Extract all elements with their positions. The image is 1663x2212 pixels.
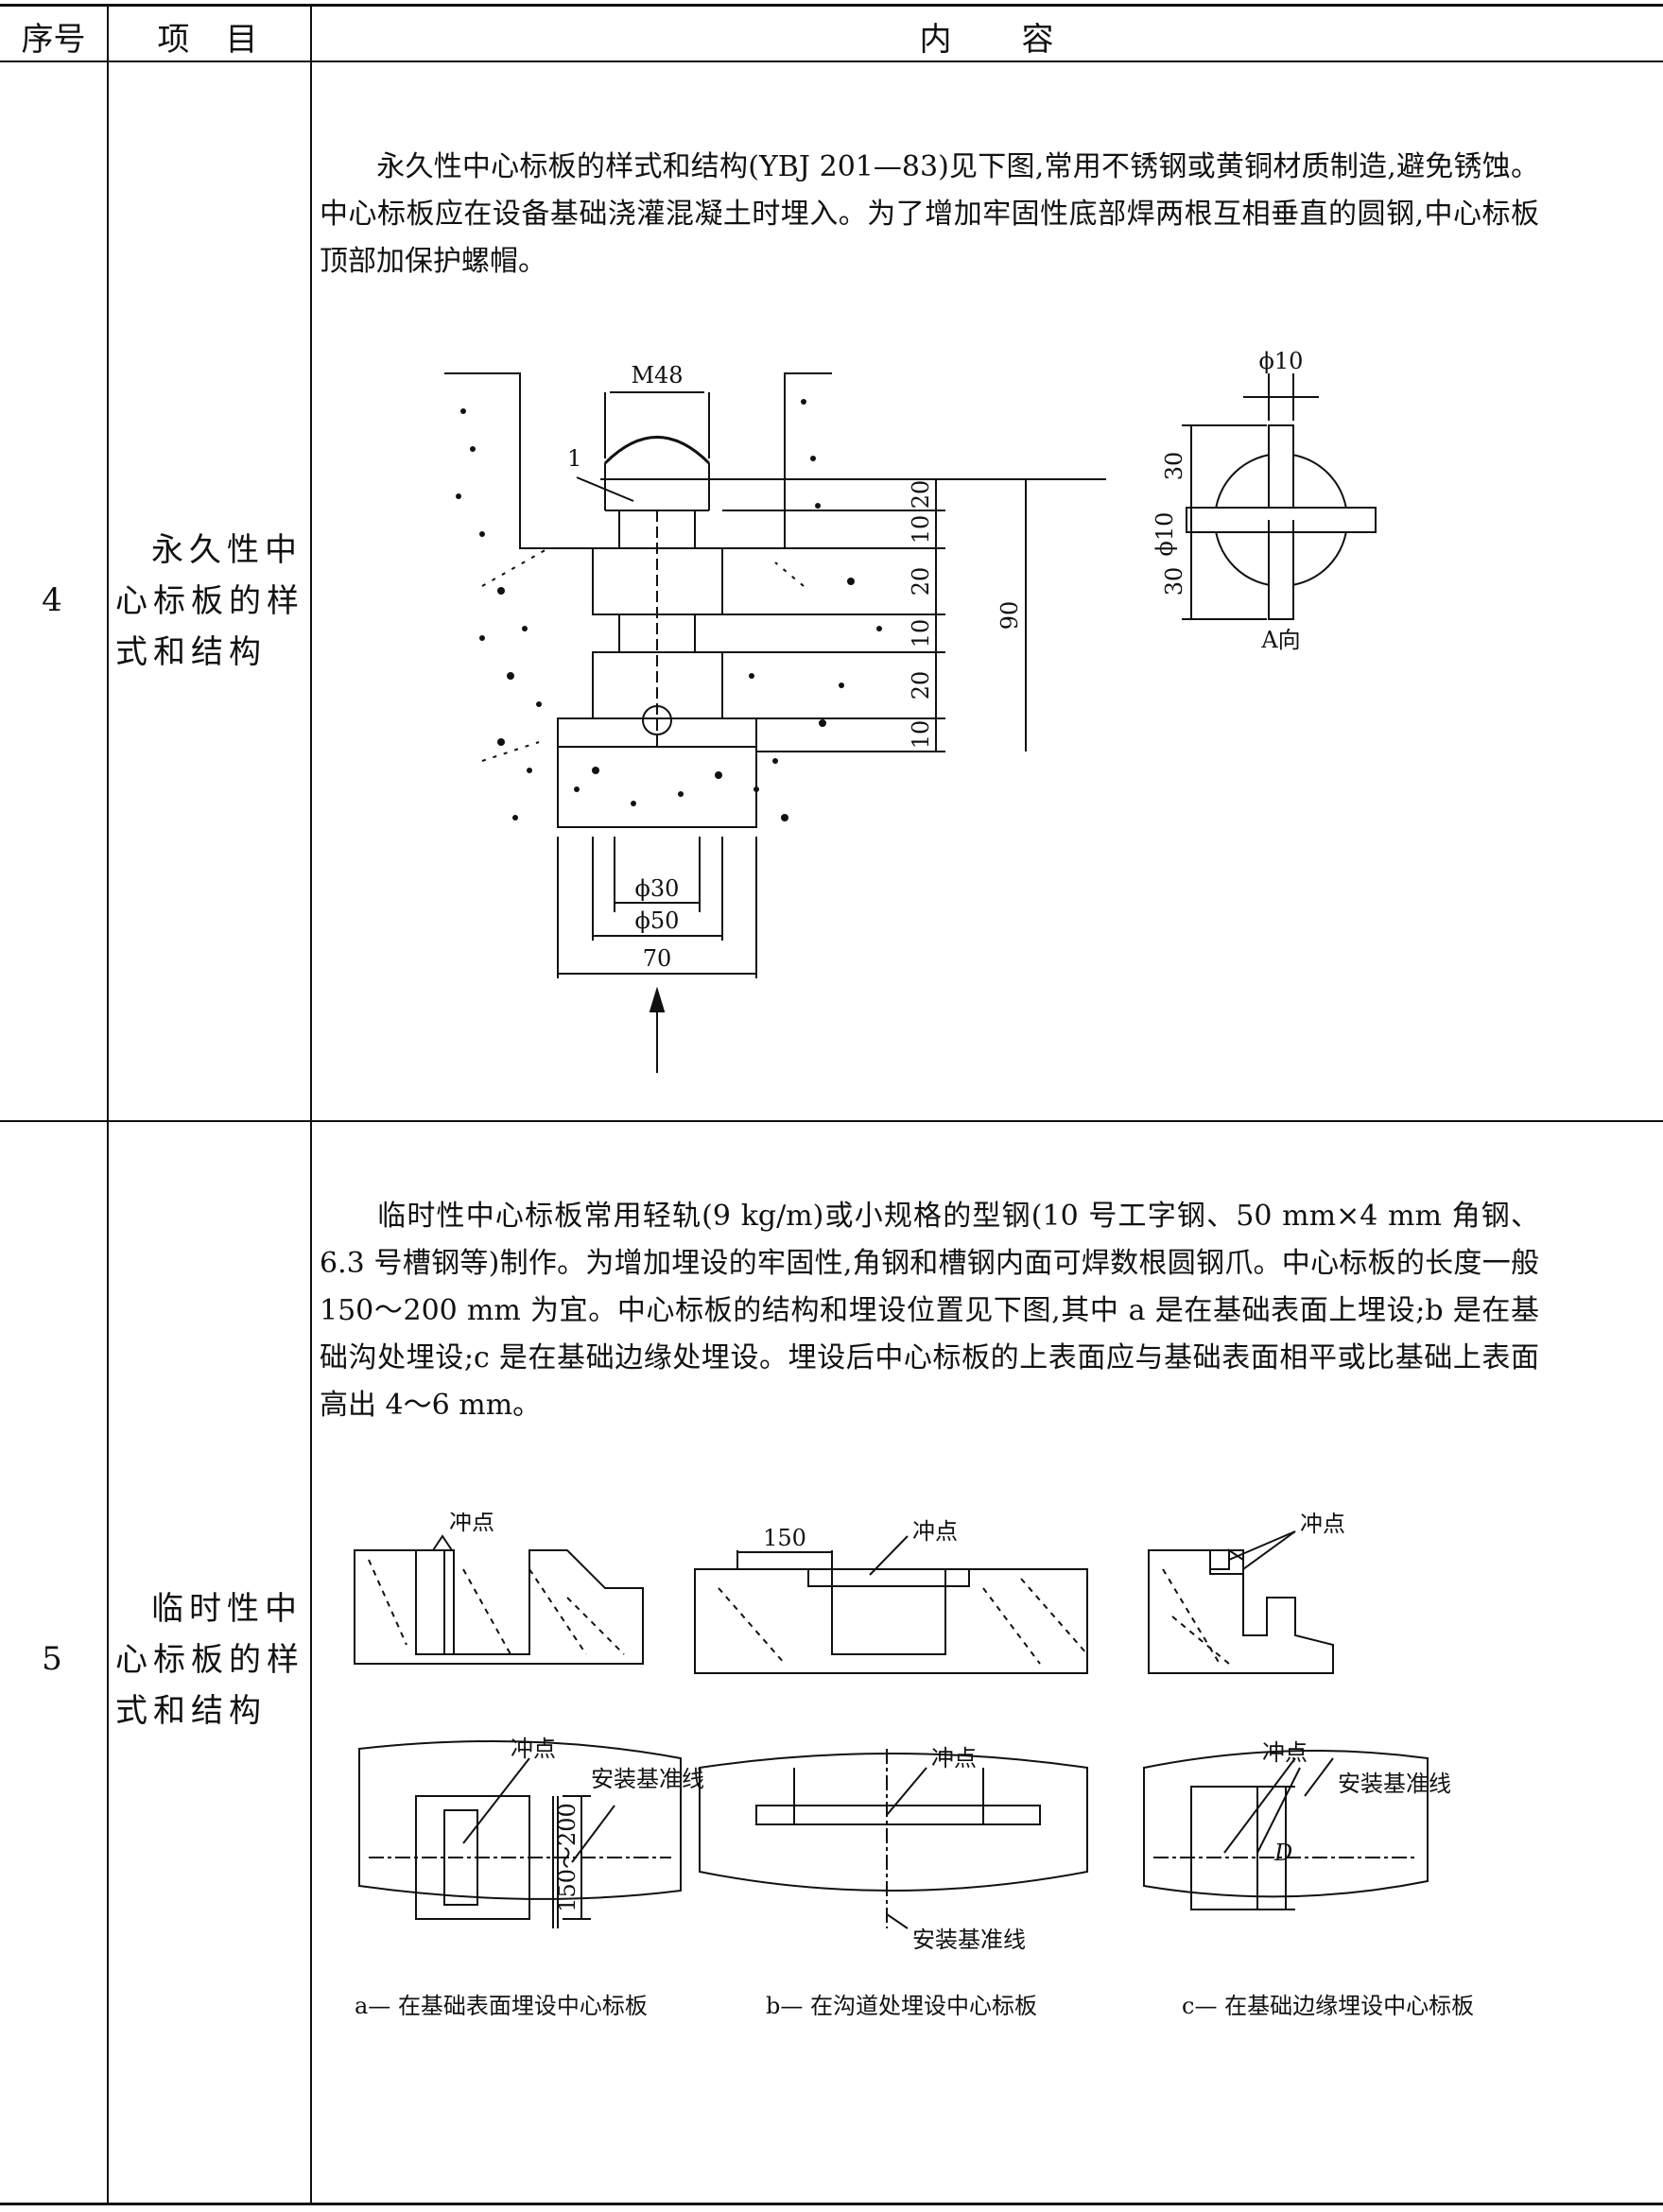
- row-4-paragraph: 永久性中心标板的样式和结构(YBJ 201—83)见下图,常用不锈钢或黄铜材质制…: [320, 144, 1539, 285]
- punch-label-a: 冲点: [449, 1512, 494, 1535]
- header-number: 序号: [21, 21, 86, 59]
- column-rule-2: [310, 4, 312, 2204]
- row-5-number: 5: [42, 1640, 62, 1678]
- dim-10-b: 10: [908, 619, 934, 648]
- baseline-label-a: 安装基准线: [591, 1766, 704, 1792]
- row-5-item-line: 临时性中: [151, 1590, 303, 1628]
- length-150-label: 150: [763, 1525, 806, 1551]
- row-4-number: 4: [42, 581, 62, 619]
- width-70-label: 70: [643, 945, 672, 972]
- header-bottom-rule: [0, 60, 1663, 62]
- row-5-paragraph: 临时性中心标板常用轻轨(9 kg/m)或小规格的型钢(10 号工字钢、50 mm…: [320, 1193, 1539, 1429]
- table-bottom-rule: [0, 2203, 1663, 2205]
- dimension-d-label: D: [1273, 1840, 1292, 1866]
- row-5-text: 临时性中心标板常用轻轨(9 kg/m)或小规格的型钢(10 号工字钢、50 mm…: [320, 1200, 1539, 1422]
- row-4-item-line: 式和结构: [115, 633, 267, 671]
- row-5-item-line: 心标板的样: [115, 1641, 304, 1679]
- row-4-item-line: 永久性中: [151, 531, 303, 569]
- punch-label-c2: 冲点: [1262, 1739, 1308, 1766]
- dim-90: 90: [996, 601, 1023, 631]
- permanent-center-mark-figure: M48 1 ϕ30 ϕ50 70 A向 A向 ϕ10 ϕ10 20 10 20 …: [444, 348, 1377, 1073]
- dim-10-c: 10: [908, 720, 934, 750]
- dim-20-c: 20: [908, 671, 934, 700]
- temporary-center-mark-figures: 冲点 冲点 安装基准线 150～200 150 冲点 冲点 安装基准线 冲点 冲…: [354, 1512, 1474, 2019]
- punch-label-c: 冲点: [1300, 1512, 1345, 1537]
- baseline-label-b: 安装基准线: [912, 1927, 1026, 1953]
- dim-20-a: 20: [908, 480, 934, 510]
- rod-diameter-label: ϕ10: [1259, 348, 1304, 374]
- dim-20-b: 20: [908, 567, 934, 596]
- row-5-item-line: 式和结构: [115, 1692, 267, 1730]
- part-number-label: 1: [567, 445, 581, 472]
- punch-label-b2: 冲点: [931, 1745, 977, 1771]
- rod-diameter-label-2: ϕ10: [1152, 512, 1178, 557]
- baseline-label-c: 安装基准线: [1338, 1771, 1451, 1797]
- header-content: 内 容: [919, 21, 1056, 59]
- row-4-item-line: 心标板的样: [115, 582, 304, 620]
- punch-label-b: 冲点: [912, 1518, 958, 1545]
- column-rule-1: [107, 4, 109, 2204]
- punch-label-a2: 冲点: [511, 1736, 556, 1762]
- length-range-label: 150～200: [554, 1803, 580, 1912]
- row-4-text: 永久性中心标板的样式和结构(YBJ 201—83)见下图,常用不锈钢或黄铜材质制…: [320, 150, 1539, 278]
- phi50-label: ϕ50: [635, 907, 680, 934]
- caption-c: c— 在基础边缘埋设中心标板: [1182, 1993, 1474, 2019]
- header-item: 项 目: [157, 21, 260, 59]
- row-5-item: 临时性中 心标板的样 式和结构: [115, 1583, 309, 1737]
- caption-b: b— 在沟道处埋设中心标板: [766, 1993, 1037, 2019]
- dim-10-a: 10: [908, 515, 934, 544]
- dim-30-a: 30: [1161, 452, 1187, 481]
- table-top-rule: [0, 4, 1663, 7]
- thread-label: M48: [631, 362, 683, 389]
- caption-a: a— 在基础表面埋设中心标板: [355, 1993, 648, 2019]
- view-a-label-2: A向: [1260, 627, 1300, 653]
- row-4-item: 永久性中 心标板的样 式和结构: [115, 525, 309, 678]
- dim-30-b: 30: [1161, 567, 1187, 596]
- phi30-label: ϕ30: [635, 875, 680, 902]
- row-divider: [0, 1120, 1663, 1122]
